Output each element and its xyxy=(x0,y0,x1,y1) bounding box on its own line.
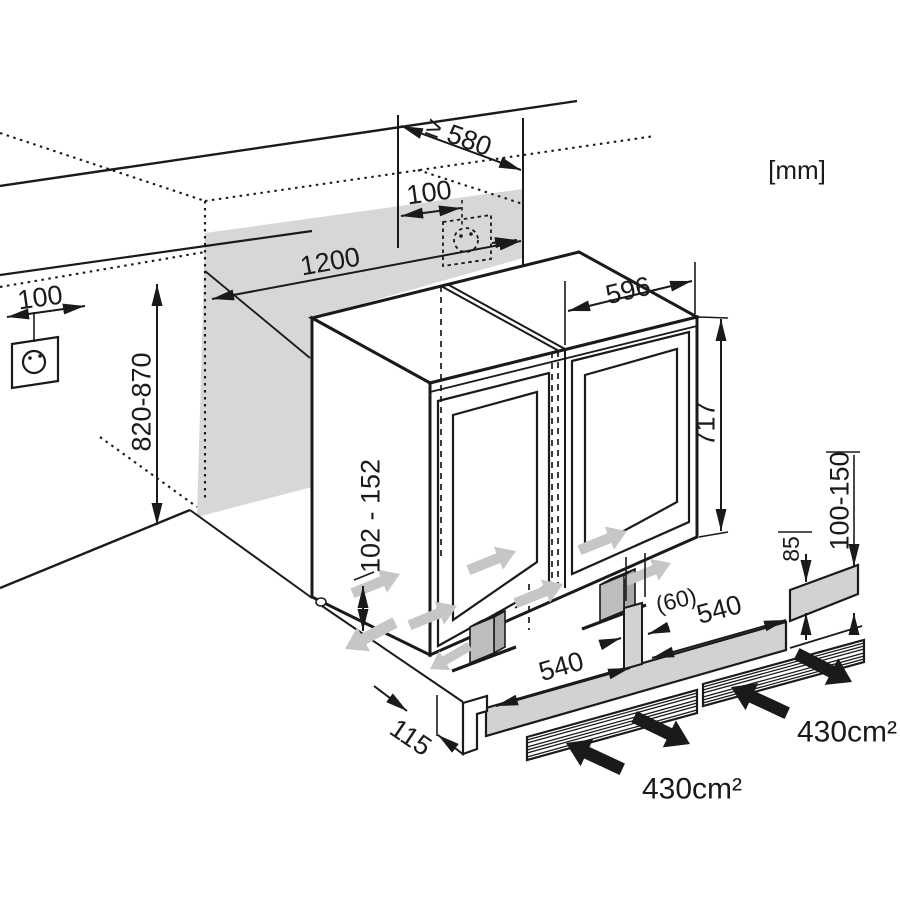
counter-front-edge xyxy=(0,229,313,277)
dimension-lines xyxy=(6,125,860,756)
niche-dotted-outline xyxy=(0,132,656,508)
label-gap-width: (60) xyxy=(653,582,699,617)
vent-grille-left xyxy=(525,688,699,762)
dim-vent-right xyxy=(651,619,787,659)
label-niche-height: 820-870 xyxy=(126,352,156,451)
label-appliance-height: 717 xyxy=(690,401,720,446)
dim-outlet-offset-top xyxy=(400,205,462,219)
dim-gap-a xyxy=(598,637,622,651)
dim-socket-offset xyxy=(6,303,86,320)
label-socket-offset: 100 xyxy=(16,279,65,315)
glass-door-right xyxy=(570,330,691,576)
dimension-labels: [mm] ≥ 580 100 1200 100 820-870 596 717 … xyxy=(16,111,897,806)
label-cutout-height: 85 xyxy=(778,536,804,562)
appliance-front-face xyxy=(428,315,699,658)
label-vent-area-front: 430cm² xyxy=(642,773,742,806)
wall-top-edge xyxy=(0,99,578,188)
plinth-post xyxy=(623,601,643,671)
label-outlet-offset-top: 100 xyxy=(405,174,454,210)
label-vent-area-plinth: 430cm² xyxy=(797,716,897,749)
label-vent-right-width: 540 xyxy=(693,589,744,630)
dim-niche-depth xyxy=(400,125,522,171)
dim-toe-depth-a xyxy=(373,685,408,712)
label-plinth-adjust: 102 - 152 xyxy=(355,459,385,573)
label-toe-depth: 115 xyxy=(385,713,437,762)
plinth-end-piece xyxy=(788,563,860,623)
plinth-left-cap xyxy=(461,694,489,756)
label-plinth-height: 100-150 xyxy=(824,451,854,550)
dim-vent-left xyxy=(495,667,631,707)
dim-appliance-width xyxy=(567,280,693,312)
niche-floor-edge xyxy=(0,508,191,590)
dim-toe-depth-b xyxy=(437,734,465,756)
dim-gap-b xyxy=(647,621,671,635)
dim-niche-width xyxy=(211,239,522,301)
floor-edge-front xyxy=(321,605,464,703)
foot xyxy=(469,609,506,665)
appliance xyxy=(307,250,702,658)
wall-socket-icon xyxy=(10,335,60,390)
units-label: [mm] xyxy=(768,155,826,185)
